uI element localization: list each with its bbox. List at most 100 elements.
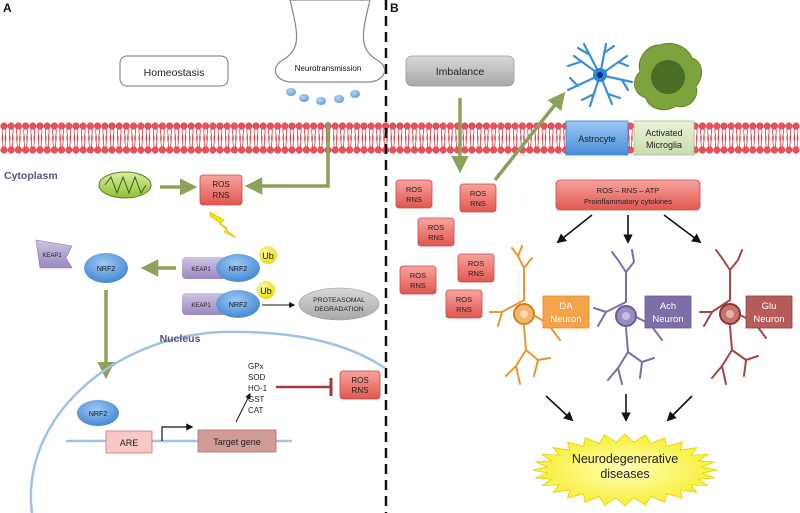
lipid-tail xyxy=(419,127,424,142)
lipid-head xyxy=(410,122,418,130)
lipid-head xyxy=(202,146,210,154)
lipid-tail xyxy=(743,127,748,142)
lipid-tail xyxy=(217,127,223,142)
cytokines-box xyxy=(555,179,701,211)
lipid-tail xyxy=(102,127,108,142)
glu-neuron-line2: Neuron xyxy=(753,314,784,325)
lipid-tail xyxy=(52,134,57,149)
lipid-head xyxy=(338,146,346,154)
lipid-head xyxy=(194,122,202,130)
gene-gpx: GPx xyxy=(248,362,264,371)
lipid-head xyxy=(14,146,22,154)
nrf2-nuclear-ellipse xyxy=(77,400,119,426)
lipid-tail xyxy=(124,134,129,149)
nrf2-complex1-ellipse xyxy=(216,254,260,282)
ros-inhibited-box xyxy=(339,370,381,400)
lipid-head xyxy=(403,122,411,130)
lipid-head xyxy=(367,122,375,130)
lipid-tail xyxy=(160,134,165,149)
lipid-head xyxy=(353,146,361,154)
lipid-head xyxy=(50,146,58,154)
homeostasis-label: Homeostasis xyxy=(144,67,205,79)
lipid-head xyxy=(331,122,339,130)
lipid-tail xyxy=(210,127,216,142)
lipid-head xyxy=(432,122,440,130)
homeostasis-box xyxy=(119,55,229,87)
lipid-tail xyxy=(66,134,72,149)
lipid-head xyxy=(763,122,771,130)
lipid-head xyxy=(14,122,22,130)
ros-label: ROS xyxy=(456,295,472,304)
lipid-head xyxy=(446,122,454,130)
lipid-head xyxy=(547,146,555,154)
rns-label: RNS xyxy=(456,305,472,314)
lipid-tail xyxy=(779,127,784,142)
gene-cat: CAT xyxy=(248,406,264,415)
lipid-tail xyxy=(217,134,223,149)
lipid-head xyxy=(396,146,404,154)
lipid-tail xyxy=(203,127,208,142)
lipid-tail xyxy=(505,134,511,149)
lipid-head xyxy=(0,122,8,130)
lipid-head xyxy=(504,146,512,154)
lipid-tail xyxy=(764,134,770,149)
lipid-head xyxy=(310,122,318,130)
lipid-tail xyxy=(772,134,777,149)
lipid-tail xyxy=(282,127,288,142)
keap1-free-label: KEAP1 xyxy=(42,253,62,259)
lipid-head xyxy=(288,122,296,130)
lipid-tail xyxy=(476,127,482,142)
nrf2-nuclear-label: NRF2 xyxy=(89,411,107,418)
lipid-head xyxy=(742,146,750,154)
lipid-head xyxy=(180,122,188,130)
lipid-head xyxy=(58,122,66,130)
lipid-head xyxy=(713,122,721,130)
lipid-head xyxy=(266,146,274,154)
lipid-head xyxy=(490,146,498,154)
lipid-head xyxy=(310,146,318,154)
lipid-head xyxy=(230,146,238,154)
lipid-tail xyxy=(534,134,540,149)
lipid-head xyxy=(475,146,483,154)
lipid-tail xyxy=(728,134,734,149)
panel-label-a: A xyxy=(3,1,12,15)
lipid-tail xyxy=(498,134,504,149)
imbalance-box xyxy=(405,55,515,87)
lipid-head xyxy=(173,122,181,130)
lipid-head xyxy=(468,122,476,130)
lipid-head xyxy=(331,146,339,154)
lipid-tail xyxy=(397,127,403,142)
ros-label: ROS xyxy=(410,271,426,280)
lipid-head xyxy=(389,122,397,130)
lipid-head xyxy=(79,122,87,130)
lipid-tail xyxy=(59,127,64,142)
lipid-tail xyxy=(491,127,496,142)
lipid-tail xyxy=(707,134,712,149)
target-gene-label: Target gene xyxy=(213,437,261,447)
lipid-head xyxy=(79,146,87,154)
ros-inhibited-line1: ROS xyxy=(351,376,368,385)
lipid-tail xyxy=(786,127,792,142)
lipid-head xyxy=(29,122,37,130)
lipid-head xyxy=(0,146,8,154)
ub-icon xyxy=(257,281,275,299)
lipid-tail xyxy=(23,127,28,142)
keap1-complex2-label: KEAP1 xyxy=(191,303,211,309)
lipid-tail xyxy=(80,134,86,149)
lipid-tail xyxy=(404,127,410,142)
lipid-head xyxy=(36,122,44,130)
lipid-tail xyxy=(311,134,316,149)
lipid-head xyxy=(360,146,368,154)
lipid-head xyxy=(259,146,267,154)
lipid-tail xyxy=(145,127,151,142)
lipid-tail xyxy=(73,134,79,149)
lipid-tail xyxy=(390,134,396,149)
lipid-tail xyxy=(426,127,432,142)
lipid-head xyxy=(223,146,231,154)
lipid-head xyxy=(252,146,260,154)
lipid-head xyxy=(187,122,195,130)
lipid-head xyxy=(216,122,224,130)
lipid-head xyxy=(151,122,159,130)
lipid-tail xyxy=(757,134,763,149)
